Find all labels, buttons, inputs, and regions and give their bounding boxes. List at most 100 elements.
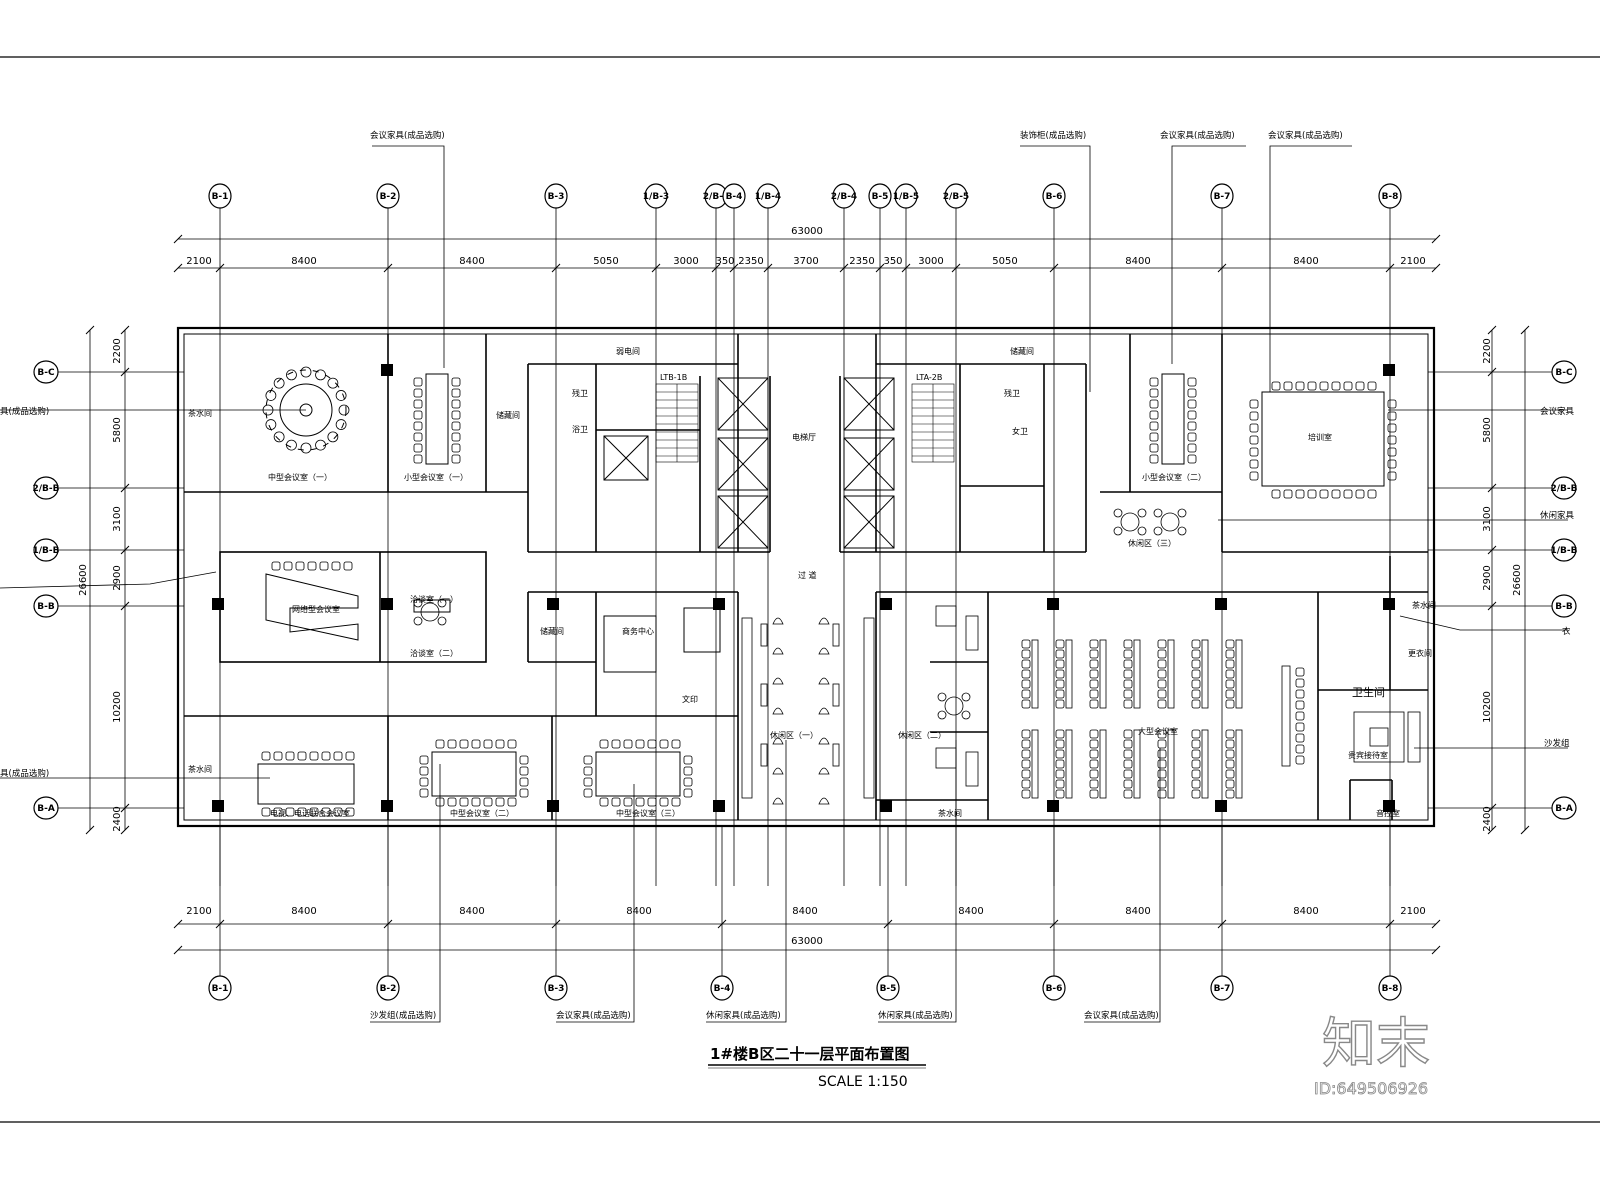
seat: [1089, 649, 1099, 659]
seat: [1225, 659, 1235, 669]
chair: [1187, 443, 1197, 453]
room-label: 音控室: [1376, 808, 1400, 818]
chair: [413, 399, 423, 409]
chair: [1387, 399, 1397, 409]
auditorium-seating: [1021, 639, 1305, 799]
chair: [647, 797, 657, 807]
dimension-value: 3100: [1482, 506, 1493, 531]
chair: [471, 739, 481, 749]
chair: [623, 739, 633, 749]
seat: [1123, 729, 1133, 739]
dimension-value: 5800: [1482, 417, 1493, 442]
chair: [273, 807, 283, 817]
chair: [271, 561, 281, 571]
chair: [671, 739, 681, 749]
drawing-title: 1#楼B区二十一层平面布置图: [710, 1045, 909, 1063]
chair: [1355, 381, 1365, 391]
side-table: [760, 623, 768, 647]
chair: [623, 797, 633, 807]
chair: [683, 777, 693, 787]
room-label: 小型会议室（一）: [404, 472, 468, 482]
seat: [1191, 679, 1201, 689]
lounge-chair: [1137, 526, 1147, 536]
chair: [683, 755, 693, 765]
room-label: 更衣间: [1408, 648, 1432, 658]
annotation-label: 会议家具(成品选购): [556, 1010, 631, 1021]
dimension-value: 2400: [112, 806, 123, 831]
chair: [285, 807, 295, 817]
dimension-value: 8400: [291, 906, 316, 917]
seat: [1295, 667, 1305, 677]
chair: [309, 807, 319, 817]
seat: [1157, 679, 1167, 689]
dimension-value: 350: [715, 256, 734, 267]
chair: [1283, 381, 1293, 391]
seat: [1157, 769, 1167, 779]
seat: [1089, 639, 1099, 649]
lounge-chair: [772, 737, 784, 745]
seat: [1021, 689, 1031, 699]
room-label: 茶水间: [188, 764, 212, 774]
conference-tables: [257, 373, 1385, 805]
chair: [413, 454, 423, 464]
desk: [1031, 729, 1039, 799]
building-outline: [176, 326, 1436, 828]
seat: [1055, 739, 1065, 749]
lounge-chair: [818, 797, 830, 805]
chair: [327, 431, 339, 443]
chair: [261, 751, 271, 761]
dimension-value: 350: [883, 256, 902, 267]
chair: [599, 739, 609, 749]
seat: [1089, 739, 1099, 749]
bench: [741, 617, 753, 799]
room-label: 商务中心: [622, 626, 654, 636]
dimension-value: 2900: [1482, 565, 1493, 590]
axis-bubble: B-2: [376, 183, 400, 209]
axis-label: B-1: [212, 984, 229, 994]
cabinet: [1407, 711, 1421, 763]
seat: [1157, 699, 1167, 709]
axis-label: 1/B-3: [643, 192, 669, 202]
chair: [413, 377, 423, 387]
seat: [1225, 689, 1235, 699]
chair: [1283, 489, 1293, 499]
room-label: 小型会议室（二）: [1142, 472, 1206, 482]
dimension-value: 10200: [112, 691, 123, 723]
lounge-chair: [437, 616, 447, 626]
chair: [635, 797, 645, 807]
seat: [1295, 678, 1305, 688]
room-label: 储藏间: [496, 410, 520, 420]
room-label: 茶水间: [188, 408, 212, 418]
axis-label: 2/B-4: [831, 192, 857, 202]
axis-label: B-8: [1382, 984, 1399, 994]
chair: [321, 751, 331, 761]
chair: [286, 369, 297, 381]
room-label: 女卫: [1012, 426, 1028, 436]
seat: [1295, 689, 1305, 699]
axis-label: B-A: [1555, 804, 1573, 814]
dimension-value: 2100: [186, 906, 211, 917]
chair: [413, 443, 423, 453]
room-label: LTA-2B: [916, 373, 942, 382]
seat: [1021, 679, 1031, 689]
dimension-value: 3000: [673, 256, 698, 267]
chair: [599, 797, 609, 807]
axis-label: 2/B-3: [703, 192, 729, 202]
side-table: [760, 683, 768, 707]
chair: [297, 751, 307, 761]
seat: [1191, 669, 1201, 679]
chair: [519, 755, 529, 765]
chair: [1367, 381, 1377, 391]
seat: [1089, 769, 1099, 779]
seat: [1225, 759, 1235, 769]
axis-bubble: B-1: [208, 183, 232, 209]
chair: [1187, 377, 1197, 387]
seat: [1021, 789, 1031, 799]
lounge-chair: [772, 677, 784, 685]
seat: [1157, 749, 1167, 759]
round-table: [1160, 512, 1180, 532]
dimension-total: 63000: [791, 936, 823, 947]
chair: [519, 777, 529, 787]
annotation-label: 沙发组: [1544, 738, 1570, 749]
chair: [471, 797, 481, 807]
